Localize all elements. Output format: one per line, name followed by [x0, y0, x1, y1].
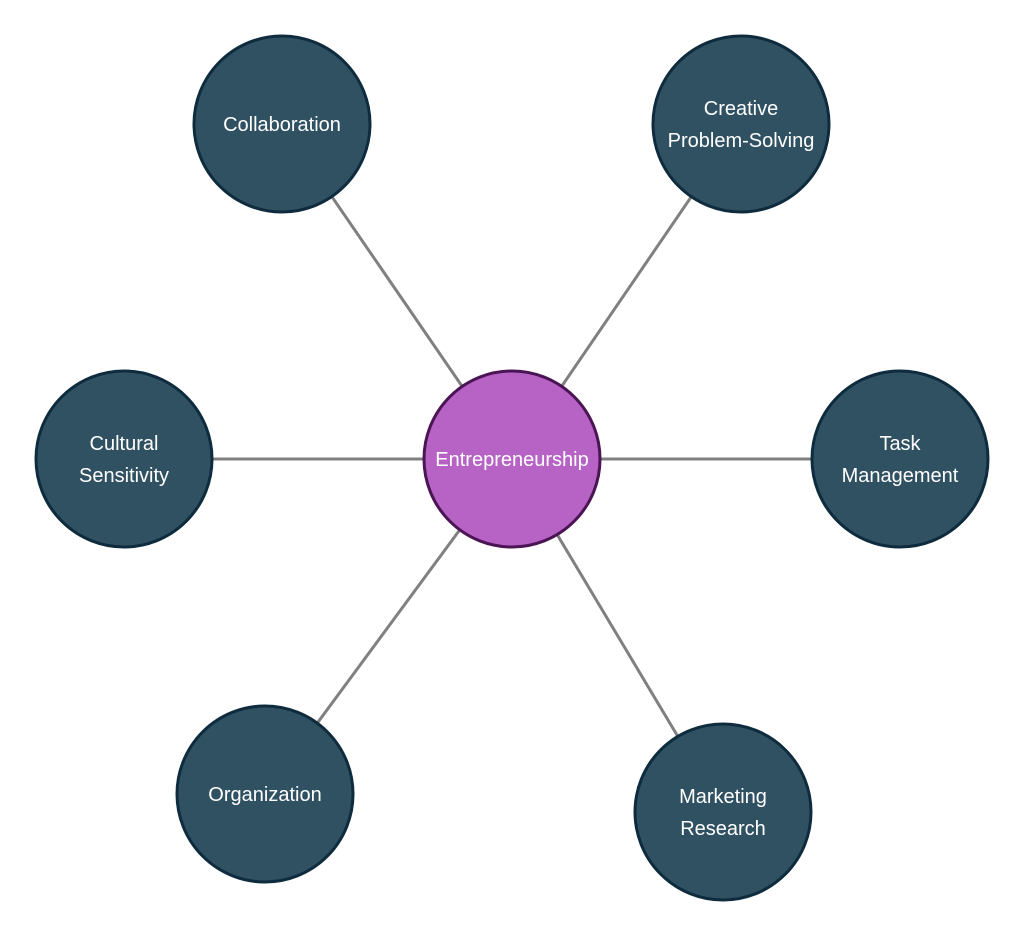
node-circle: [810, 369, 990, 549]
node-label: Collaboration: [223, 114, 341, 136]
node-label: Organization: [208, 784, 321, 806]
node-circle: [175, 704, 355, 884]
node-label: Cultural: [90, 433, 159, 455]
node-label: Sensitivity: [79, 465, 169, 487]
node-circle: [422, 369, 602, 549]
node-collaboration[interactable]: Collaboration: [192, 34, 372, 214]
node-label: Management: [842, 465, 959, 487]
nodes-layer: Collaboration CreativeProblem-SolvingCult…: [34, 34, 990, 902]
node-label: Problem-Solving: [668, 130, 815, 152]
node-circle: [34, 369, 214, 549]
center-node-entrepreneurship[interactable]: Entrepreneurship: [422, 369, 602, 549]
node-label: Creative: [704, 98, 778, 120]
node-label: Task: [879, 433, 921, 455]
node-circle: [651, 34, 831, 214]
node-organization[interactable]: Organization: [175, 704, 355, 884]
node-label: Entrepreneurship: [435, 449, 588, 471]
node-circle: [192, 34, 372, 214]
node-circle: [633, 722, 813, 902]
node-label: Marketing: [679, 786, 767, 808]
node-label: Research: [680, 818, 766, 840]
